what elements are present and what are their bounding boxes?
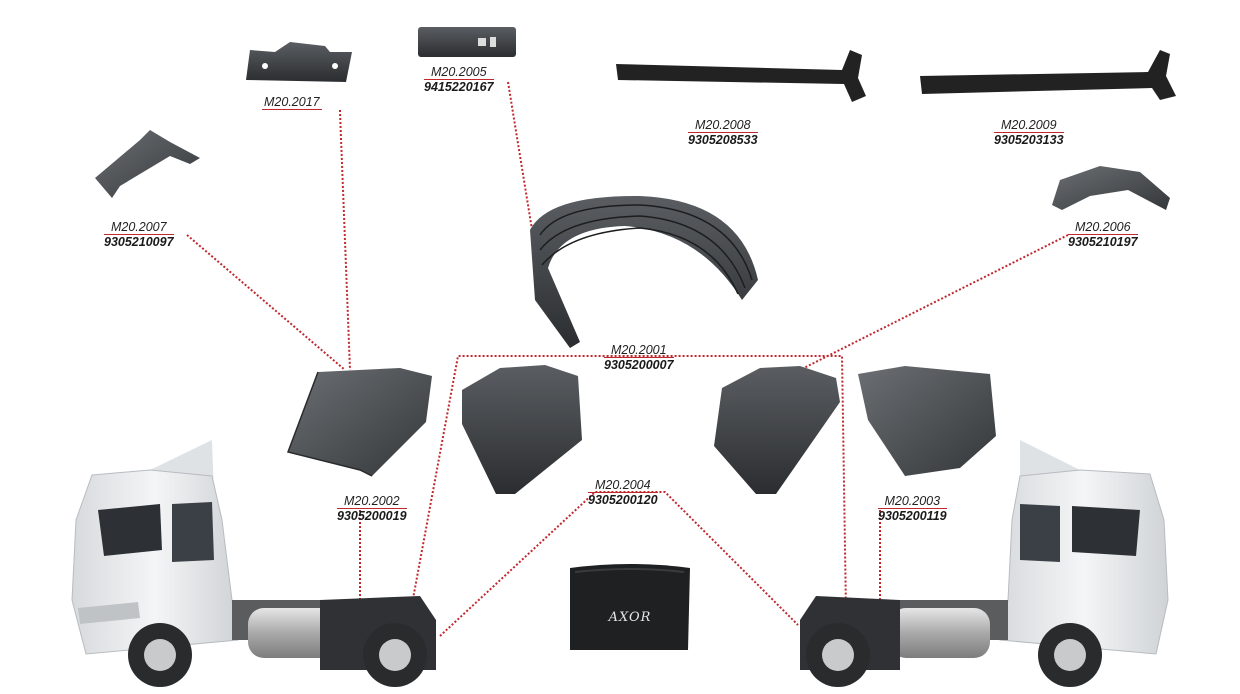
part-number: 9305210097 [104,235,174,249]
part-code: M20.2004 [588,478,658,493]
part-number: 9305203133 [994,133,1064,147]
label-m2003: M20.2003 9305200119 [878,494,947,523]
mudguard-right-front [714,366,840,494]
arm-m2009 [920,50,1176,100]
leader-m2007 [186,234,346,371]
axor-logo: AXOR [608,610,652,625]
part-code: M20.2007 [104,220,174,235]
leader-lines [186,81,1069,640]
strap-m2005 [418,27,516,57]
fender-m2005 [530,195,758,348]
label-m2005: M20.2005 9415220167 [424,65,494,94]
part-code: M20.2008 [688,118,758,133]
leader-m2017 [339,110,351,371]
label-m2002: M20.2002 9305200019 [337,494,407,523]
arm-m2008 [616,50,866,102]
label-m2001: M20.2001 9305200007 [604,343,674,372]
part-number: 9305210197 [1068,235,1138,249]
part-number: 9305200119 [878,509,947,523]
bracket-m2017 [246,42,352,82]
leader-m2005 [507,81,536,249]
part-number: 9415220167 [424,80,494,94]
part-code: M20.2005 [424,65,494,80]
part-number: 9305200019 [337,509,407,523]
mudguard-right-rear [858,366,996,476]
part-code: M20.2017 [262,95,322,110]
part-code: M20.2006 [1068,220,1138,235]
truck-right [800,440,1169,687]
label-m2017: M20.2017 [262,95,322,110]
mudguard-left-front [462,365,582,494]
mudflap-axor [570,564,690,650]
label-m2009: M20.2009 9305203133 [994,118,1064,147]
part-code: M20.2001 [604,343,674,358]
truck-left [71,440,436,687]
part-code: M20.2003 [878,494,947,509]
label-m2008: M20.2008 9305208533 [688,118,758,147]
label-m2004: M20.2004 9305200120 [588,478,658,507]
part-number: 9305208533 [688,133,758,147]
label-m2006: M20.2006 9305210197 [1068,220,1138,249]
part-code: M20.2002 [337,494,407,509]
part-number: 9305200007 [604,358,674,372]
mudguard-left-rear [287,368,432,477]
part-code: M20.2009 [994,118,1064,133]
label-m2007: M20.2007 9305210097 [104,220,174,249]
bracket-m2007 [95,130,200,198]
leader-m2004 [439,491,799,637]
part-number: 9305200120 [588,493,658,507]
bracket-m2006 [1052,166,1170,210]
leader-m2006 [779,234,1069,381]
